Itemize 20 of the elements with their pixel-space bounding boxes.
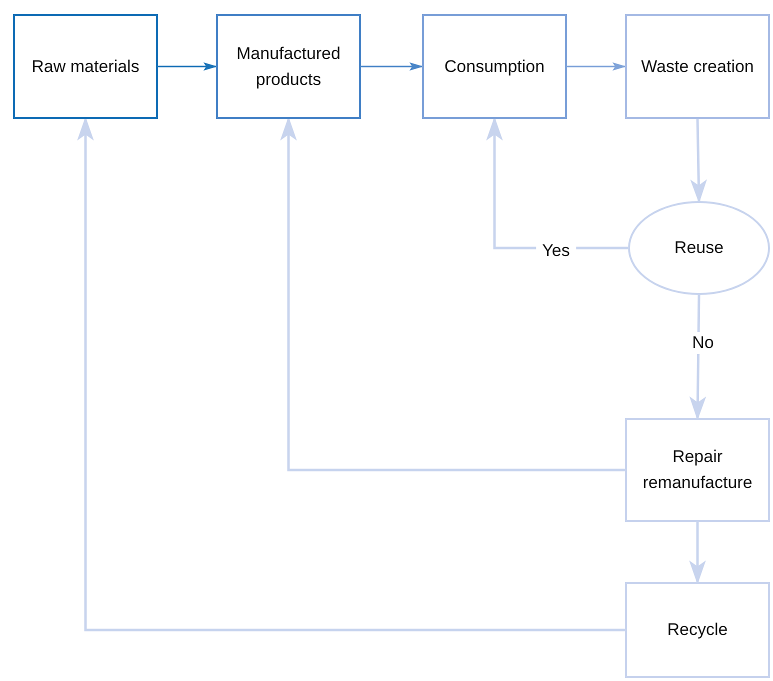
node-text: Raw materials xyxy=(30,56,140,78)
node-text: Reuse xyxy=(673,237,725,259)
arrow xyxy=(567,62,626,71)
arrow xyxy=(77,116,625,632)
arrow xyxy=(690,118,707,204)
process-box xyxy=(625,14,770,119)
arrow xyxy=(689,522,706,584)
process-box xyxy=(625,418,770,522)
arrow xyxy=(280,116,625,472)
node-text: Waste creation xyxy=(640,56,755,78)
node-text: Manufactured products xyxy=(236,42,342,90)
arrow xyxy=(361,62,424,71)
process-box xyxy=(422,14,567,119)
process-box xyxy=(216,14,361,119)
arrow xyxy=(158,62,218,71)
node-text: Repair remanufacture xyxy=(642,446,754,494)
node-text: Consumption xyxy=(443,56,546,78)
process-box xyxy=(625,582,770,678)
process-box xyxy=(13,14,158,119)
node-text: Recycle xyxy=(666,619,729,641)
